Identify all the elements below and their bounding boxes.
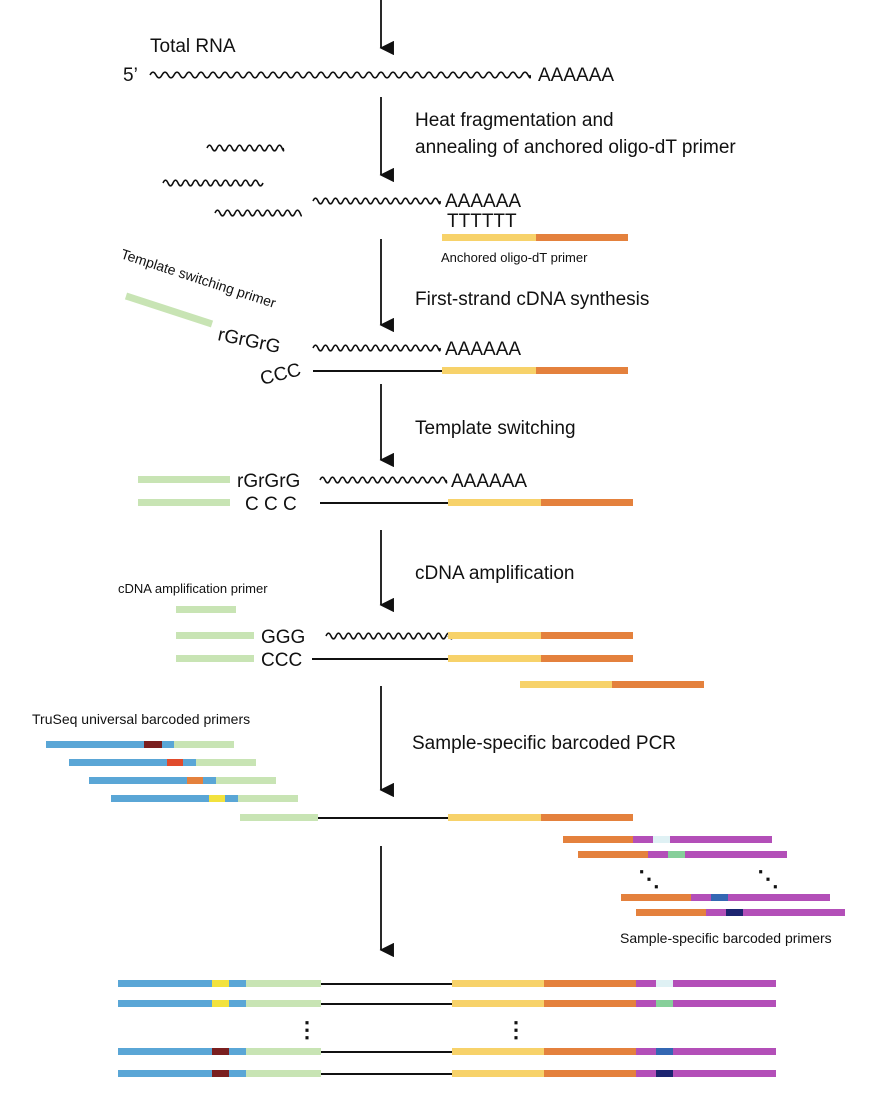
library-dots-left: ⋮ bbox=[296, 1017, 318, 1042]
step-cdna-amplification: cDNA amplification bbox=[415, 563, 574, 584]
polyt-primer: TTTTTT bbox=[447, 211, 517, 232]
barcode-navy bbox=[726, 909, 743, 916]
final-library-4 bbox=[118, 1070, 776, 1077]
ggg-label: GGG bbox=[261, 627, 305, 648]
ts-primer-bar-bottom bbox=[138, 499, 230, 506]
sample-primers-label: Sample-specific barcoded primers bbox=[620, 930, 832, 946]
barcode-i7-dark-red-3 bbox=[212, 1048, 229, 1055]
full-rna-wave bbox=[149, 71, 532, 79]
step-annealing: annealing of anchored oligo-dT primer bbox=[415, 137, 736, 158]
primer-yellow-4b bbox=[448, 655, 541, 662]
primer-orange-3 bbox=[541, 499, 633, 506]
truseq-primers-label: TruSeq universal barcoded primers bbox=[32, 711, 250, 727]
rna-fragment-3 bbox=[214, 209, 303, 217]
c-c-c-label: C C C bbox=[245, 494, 297, 515]
rna-wave-path bbox=[325, 632, 453, 640]
primer-dots-right: ⋱ bbox=[757, 866, 779, 891]
rna-strand-4 bbox=[325, 632, 453, 640]
step-template-switching: Template switching bbox=[415, 418, 576, 439]
sample-primer-3 bbox=[621, 894, 830, 901]
primer-orange-segment bbox=[536, 234, 628, 241]
sample-primer-1 bbox=[563, 836, 772, 843]
barcode-i5-mid-blue bbox=[656, 1048, 673, 1055]
rna-fragment-2 bbox=[162, 179, 264, 187]
barcode-mint bbox=[668, 851, 685, 858]
rna-wave-path bbox=[149, 71, 532, 79]
amp-primer-bar-bottom bbox=[176, 655, 254, 662]
rna-wave-path bbox=[162, 179, 264, 187]
anchored-primer-label: Anchored oligo-dT primer bbox=[441, 250, 588, 265]
total-rna-label: Total RNA bbox=[150, 36, 236, 57]
polya-2: AAAAAA bbox=[445, 339, 521, 360]
barcode-dark-red bbox=[144, 741, 162, 748]
sample-primer-2 bbox=[578, 851, 787, 858]
rgrgrg-label-2: rGrGrG bbox=[237, 471, 300, 492]
barcode-i5-navy bbox=[656, 1070, 673, 1077]
final-library-3 bbox=[118, 1048, 776, 1055]
ccc-label-3: CCC bbox=[261, 650, 302, 671]
amplicon-yellow bbox=[448, 814, 541, 821]
amp-primer-bar-top bbox=[176, 632, 254, 639]
rna-strand-3 bbox=[319, 476, 448, 484]
polya-3: AAAAAA bbox=[451, 471, 527, 492]
step-sample-specific-pcr: Sample-specific barcoded PCR bbox=[412, 733, 676, 754]
final-library-1 bbox=[118, 980, 776, 987]
step-heat-fragmentation: Heat fragmentation and bbox=[415, 110, 614, 131]
cdna-amplification-primer-label: cDNA amplification primer bbox=[118, 581, 268, 596]
sample-primer-4 bbox=[636, 909, 845, 916]
barcode-i5-pale-cyan bbox=[656, 980, 673, 987]
free-primer-orange bbox=[612, 681, 704, 688]
rna-fragment-1 bbox=[206, 144, 285, 152]
barcode-pale-cyan bbox=[653, 836, 670, 843]
polya-tail-full: AAAAAA bbox=[538, 65, 614, 86]
barcode-orange bbox=[187, 777, 203, 784]
barcode-i5-mint bbox=[656, 1000, 673, 1007]
primer-orange-2 bbox=[536, 367, 628, 374]
primer-orange-4b bbox=[541, 655, 633, 662]
rna-wave-path bbox=[206, 144, 285, 152]
rgrgrg-label-1: rGrGrG bbox=[216, 324, 282, 358]
truseq-primer-1 bbox=[46, 741, 234, 748]
truseq-primer-4 bbox=[111, 795, 298, 802]
primer-yellow-4a bbox=[448, 632, 541, 639]
ts-primer-bar-top bbox=[138, 476, 230, 483]
primer-yellow-segment bbox=[442, 234, 536, 241]
final-library-2 bbox=[118, 1000, 776, 1007]
library-dots-right: ⋮ bbox=[505, 1017, 527, 1042]
amplicon-orange bbox=[541, 814, 633, 821]
anchored-oligo-dt-primer bbox=[442, 234, 628, 241]
primer-yellow-3 bbox=[448, 499, 541, 506]
rna-wave-path bbox=[312, 344, 441, 352]
rna-fragment-4 bbox=[312, 197, 441, 205]
rna-wave-path bbox=[214, 209, 303, 217]
five-prime-label: 5’ bbox=[123, 65, 138, 86]
truseq-primer-2 bbox=[69, 759, 256, 766]
ccc-label-1: CCC bbox=[258, 360, 303, 390]
barcode-i7-yellow-1 bbox=[212, 980, 229, 987]
template-switching-primer-bar bbox=[124, 292, 214, 328]
rna-strand-2 bbox=[312, 344, 441, 352]
truseq-primer-3 bbox=[89, 777, 276, 784]
barcode-i7-yellow-2 bbox=[212, 1000, 229, 1007]
primer-orange-4a bbox=[541, 632, 633, 639]
step-first-strand-synthesis: First-strand cDNA synthesis bbox=[415, 289, 649, 310]
barcode-red bbox=[167, 759, 183, 766]
barcode-mid-blue bbox=[711, 894, 728, 901]
amplicon-green bbox=[240, 814, 318, 821]
polya-fragment: AAAAAA bbox=[445, 191, 521, 212]
free-primer-yellow bbox=[520, 681, 612, 688]
barcode-i7-dark-red-4 bbox=[212, 1070, 229, 1077]
rna-wave-path bbox=[312, 197, 441, 205]
rna-wave-path bbox=[319, 476, 448, 484]
barcode-yellow bbox=[209, 795, 225, 802]
primer-dots-left: ⋱ bbox=[638, 866, 660, 891]
amp-primer-bar-free bbox=[176, 606, 236, 613]
primer-yellow-2 bbox=[442, 367, 536, 374]
